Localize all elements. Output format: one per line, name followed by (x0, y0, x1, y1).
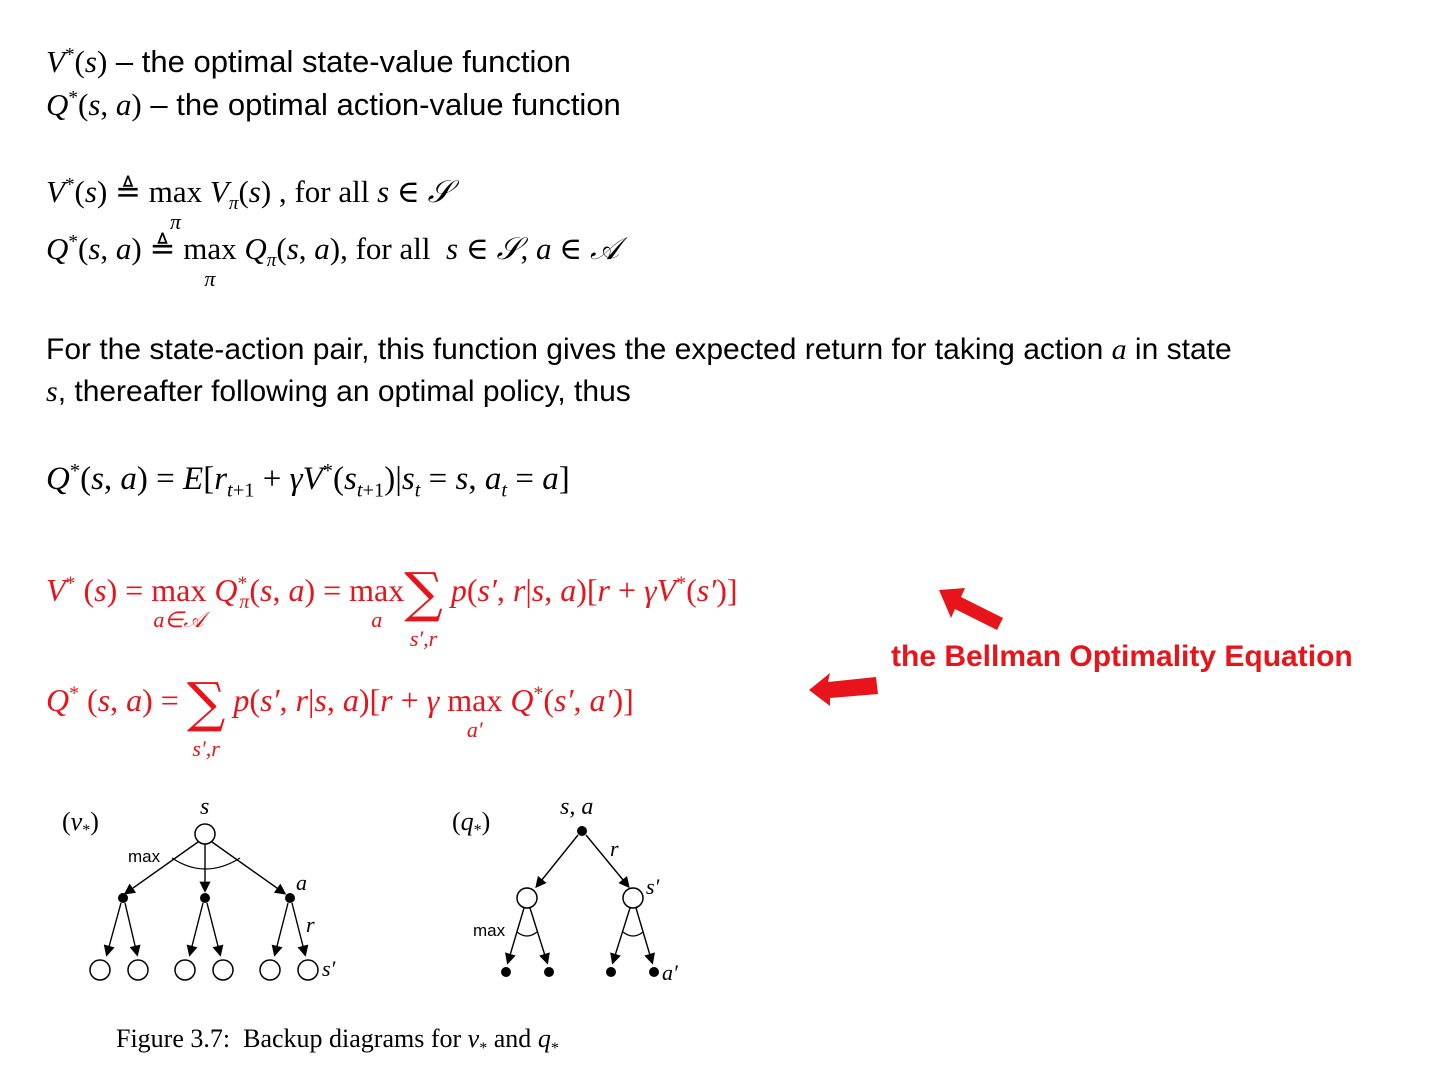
max-label: max (128, 847, 161, 866)
action-node (200, 893, 210, 903)
next-action-label: a′ (662, 960, 679, 985)
next-state-node (516, 887, 538, 909)
action-label: a (296, 870, 307, 895)
q-star-description: – the optimal action-value function (141, 87, 621, 122)
v-star-label: (v*) (62, 807, 99, 839)
reward-label: r (610, 836, 619, 861)
q-star-definition: Q*(s, a) – the optimal action-value func… (46, 87, 621, 122)
figure-caption: Figure 3.7: Backup diagrams for v* and q… (116, 1024, 559, 1058)
root-state-label: s (200, 794, 209, 820)
v-star-description: – the optimal state-value function (107, 44, 571, 79)
bellman-optimality-label: the Bellman Optimality Equation (891, 640, 1353, 673)
paragraph-line-1: For the state-action pair, this function… (46, 333, 1232, 366)
expectation-equation: Q*(s, a) = E[rt+1 + γV*(st+1)|st = s, at… (46, 460, 570, 502)
arrow-to-v-equation-icon (939, 588, 1003, 630)
v-star-backup-diagram: (v*) s max a r s′ (62, 794, 337, 981)
q-star-label: (q*) (452, 807, 490, 839)
root-state-action-label: s, a (560, 794, 593, 820)
next-state-node (622, 887, 644, 909)
next-state-label: s′ (646, 874, 661, 899)
next-state-label: s′ (322, 956, 337, 981)
arrow-to-q-equation-icon (809, 673, 878, 706)
action-node (118, 893, 128, 903)
q-star-backup-diagram: (q*) s, a r s′ max a′ (452, 794, 679, 985)
root-state-action-node (577, 826, 587, 836)
reward-label: r (306, 912, 315, 937)
action-node (285, 893, 295, 903)
root-state-node (194, 823, 216, 845)
max-label: max (473, 921, 506, 940)
paragraph-line-2: s, thereafter following an optimal polic… (46, 375, 631, 408)
v-star-definition: V*(s) – the optimal state-value function (46, 44, 571, 79)
bellman-q-equation: Q* (s, a) = ∑s′,r p(s′, r|s, a)[r + γ ma… (46, 671, 634, 762)
